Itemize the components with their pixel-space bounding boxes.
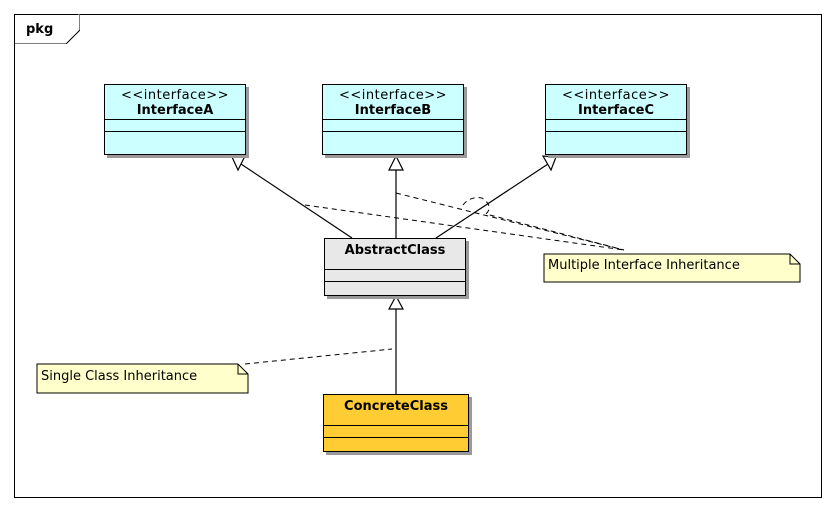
attributes-compartment xyxy=(324,425,468,437)
note-single-shape xyxy=(36,363,249,394)
note-single-text[interactable]: Single Class Inheritance xyxy=(41,369,198,384)
attributes-compartment xyxy=(546,119,686,131)
note-multiple-text[interactable]: Multiple Interface Inheritance xyxy=(548,258,740,273)
attributes-compartment xyxy=(325,269,465,281)
operations-compartment xyxy=(323,131,463,144)
stereotype-label: <<interface>> xyxy=(338,88,448,103)
note-anchor-c xyxy=(462,197,625,251)
arrowhead-a xyxy=(231,155,247,172)
realization-line-a xyxy=(240,163,353,239)
stereotype-label: <<interface>> xyxy=(120,88,230,103)
arrowhead-c xyxy=(541,155,557,172)
operations-compartment xyxy=(546,131,686,144)
note-anchor-single xyxy=(244,348,393,365)
class-name: InterfaceA xyxy=(136,103,214,118)
attributes-compartment xyxy=(105,119,245,131)
package-tab xyxy=(14,14,80,44)
class-interface-c[interactable]: <<interface>> InterfaceC xyxy=(545,84,687,155)
class-name: InterfaceB xyxy=(354,103,432,118)
arrowhead-b xyxy=(388,154,404,171)
realization-line-c xyxy=(435,163,549,239)
class-name: InterfaceC xyxy=(577,103,655,118)
operations-compartment xyxy=(105,131,245,144)
class-name: AbstractClass xyxy=(344,243,446,258)
package-frame xyxy=(14,14,822,498)
package-label: pkg xyxy=(26,22,54,37)
arrowhead-generalization xyxy=(387,294,405,310)
class-interface-b[interactable]: <<interface>> InterfaceB xyxy=(322,84,464,155)
operations-compartment xyxy=(325,281,465,294)
note-anchor-b xyxy=(395,192,625,251)
operations-compartment xyxy=(324,437,468,450)
class-abstract[interactable]: AbstractClass xyxy=(324,238,466,296)
class-concrete[interactable]: ConcreteClass xyxy=(323,394,469,452)
attributes-compartment xyxy=(323,119,463,131)
class-name: ConcreteClass xyxy=(344,399,448,414)
class-interface-a[interactable]: <<interface>> InterfaceA xyxy=(104,84,246,155)
note-multiple-shape xyxy=(543,253,801,283)
stereotype-label: <<interface>> xyxy=(561,88,671,103)
